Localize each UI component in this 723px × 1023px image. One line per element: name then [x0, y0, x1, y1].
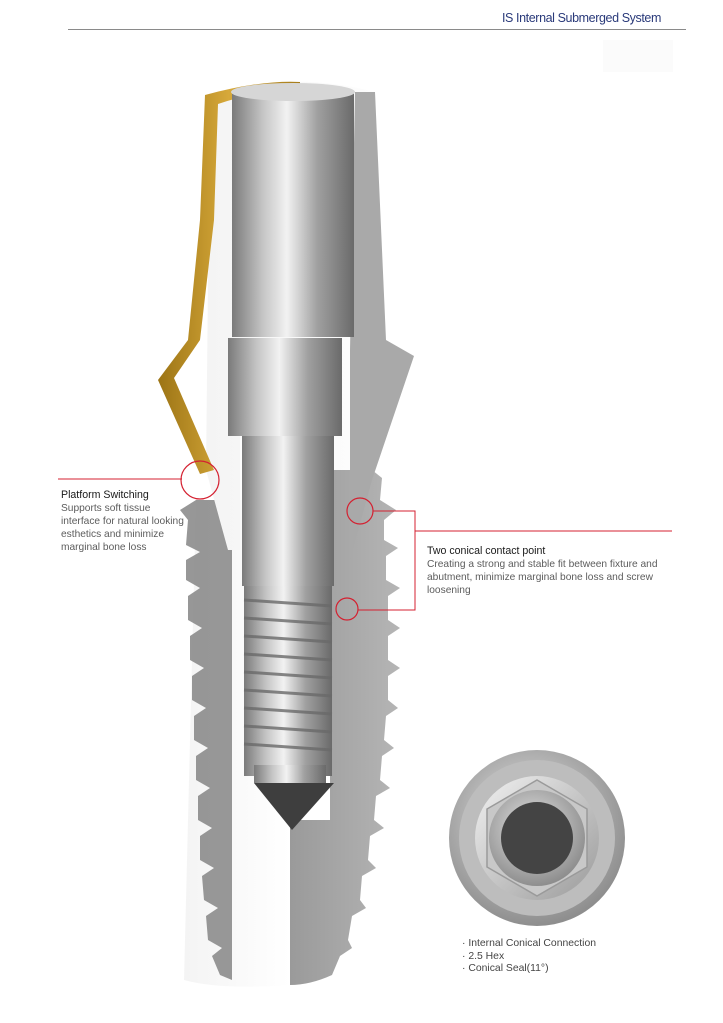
- bore-tip: [254, 783, 334, 830]
- callout-body: Creating a strong and stable fit between…: [427, 559, 658, 596]
- callout-body: Supports soft tissue interface for natur…: [61, 503, 184, 553]
- screw-threads: [243, 586, 333, 783]
- header-divider: [68, 29, 686, 30]
- connection-spec-list: · Internal Conical Connection · 2.5 Hex …: [462, 938, 596, 976]
- faint-background-patch: [603, 40, 673, 72]
- callout-conical-contact: Two conical contact point Creating a str…: [427, 545, 692, 597]
- connection-top-view: [449, 750, 625, 926]
- screw-channel: [232, 92, 354, 337]
- spec-item: · Internal Conical Connection: [462, 938, 596, 949]
- spec-item: · 2.5 Hex: [462, 950, 505, 962]
- callout-title: Platform Switching: [61, 489, 149, 501]
- screw-shank: [242, 436, 334, 586]
- callout-leaders: [58, 460, 672, 621]
- fixture-right-half: [290, 470, 400, 985]
- abutment-right-cut: [350, 92, 414, 560]
- screw-head: [228, 338, 342, 436]
- callout-title: Two conical contact point: [427, 545, 546, 557]
- callout-platform-switching: Platform Switching Supports soft tissue …: [61, 489, 186, 554]
- page-header-title: IS Internal Submerged System: [501, 11, 661, 25]
- spec-item: · Conical Seal(11°): [462, 963, 549, 974]
